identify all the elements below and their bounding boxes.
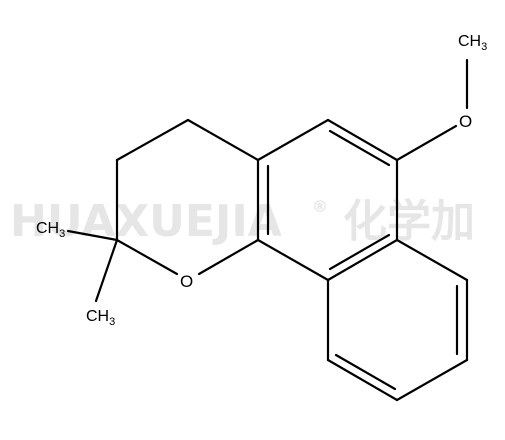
bond-c1-methyl-upper xyxy=(66,229,119,242)
bond-c6a-c10a xyxy=(326,238,399,282)
watermark-latin: HUAXUEJIA xyxy=(10,196,282,247)
bond-c3-c2 xyxy=(115,118,190,162)
methyl-upper-label: CH3 xyxy=(36,220,65,240)
bond-c6-o xyxy=(395,124,458,162)
bond-c8-c9 xyxy=(395,358,469,402)
watermark-registered: ® xyxy=(312,197,328,216)
bond-c9-c10-inner xyxy=(334,353,397,391)
methyl-lower-label: CH3 xyxy=(86,308,115,328)
bond-c9-c10 xyxy=(326,358,399,402)
bond-c6a-c7 xyxy=(395,238,469,282)
methoxy-oxygen-label: O xyxy=(459,112,472,131)
bond-c5-c6 xyxy=(326,118,399,162)
bond-c5-c6-inner xyxy=(328,129,391,167)
bond-c10a-c10b xyxy=(256,238,330,282)
bond-o-c10b xyxy=(197,238,260,276)
watermark-cjk: 化学加 xyxy=(343,196,475,247)
watermark: HUAXUEJIA ® 化学加 xyxy=(10,196,475,247)
bond-c4a-c5 xyxy=(256,118,330,162)
bond-c4-c3 xyxy=(186,118,260,162)
ring-oxygen-label: O xyxy=(180,272,193,291)
bond-c6a-c10a-inner xyxy=(328,233,391,271)
bond-c1-methyl-lower xyxy=(94,238,119,303)
bond-c1-o xyxy=(115,238,179,276)
methoxy-carbon-label: CH3 xyxy=(458,33,487,53)
